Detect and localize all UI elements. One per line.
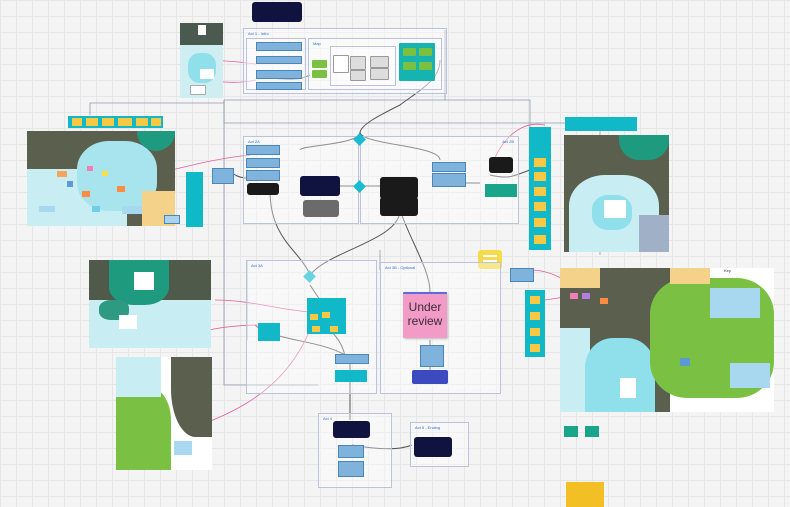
act1-step-4[interactable] xyxy=(256,82,302,90)
left-strip-card-4[interactable] xyxy=(118,118,132,126)
act5-ending-note[interactable] xyxy=(414,437,452,457)
act3a-step-1[interactable] xyxy=(335,354,369,364)
act1-step-1[interactable] xyxy=(256,42,302,51)
east-column-card-4[interactable] xyxy=(534,202,546,211)
region-map-west[interactable] xyxy=(27,131,175,226)
left-strip-card-1[interactable] xyxy=(72,118,82,126)
intro-map-image[interactable] xyxy=(180,23,223,98)
east-link-node[interactable] xyxy=(510,268,534,282)
region-map-south[interactable] xyxy=(116,357,212,470)
east-column-card-1[interactable] xyxy=(534,158,546,167)
act2a-step-3[interactable] xyxy=(246,170,280,181)
map-frame-title: Map xyxy=(313,41,321,46)
act3a-hub-card-1[interactable] xyxy=(310,314,318,320)
east-column-card-6[interactable] xyxy=(534,235,546,244)
act3b-frame-title: Act 3B - Optional xyxy=(385,265,416,270)
act4-frame-title: Act 4 xyxy=(323,416,333,421)
act2b-step-1[interactable] xyxy=(432,162,466,172)
act1-step-2[interactable] xyxy=(256,56,302,64)
left-strip-card-6[interactable] xyxy=(151,118,161,126)
under-review-label: Under review xyxy=(407,300,443,328)
act3a-frame-title: Act 3A xyxy=(251,263,263,268)
region-map-east[interactable] xyxy=(564,135,669,252)
map-card-3[interactable] xyxy=(350,70,366,81)
act3a-hub-card-4[interactable] xyxy=(330,326,338,332)
act3a-step-2[interactable] xyxy=(335,370,367,382)
map-node-b[interactable] xyxy=(312,70,327,78)
map-group-node-2[interactable] xyxy=(419,48,432,56)
act1-frame-title: Act 1 - Intro xyxy=(248,31,269,36)
east-column-card-5[interactable] xyxy=(534,218,546,227)
east-column-card-3[interactable] xyxy=(534,187,546,196)
act5-frame-title: Act 5 - Ending xyxy=(415,425,441,430)
act3a-hub-card-3[interactable] xyxy=(312,326,320,332)
act3b-result[interactable] xyxy=(412,370,448,384)
southeast-column-card-4[interactable] xyxy=(530,344,540,352)
act4-step-2[interactable] xyxy=(338,461,364,477)
map-group-node-4[interactable] xyxy=(419,62,432,70)
west-map-label[interactable] xyxy=(164,215,180,224)
map-node-a[interactable] xyxy=(312,60,327,68)
map-card-2[interactable] xyxy=(350,56,366,70)
act1-step-3[interactable] xyxy=(256,70,302,79)
act2a-dialogue[interactable] xyxy=(300,176,340,196)
act3a-side-node[interactable] xyxy=(258,323,280,341)
map-group-node-3[interactable] xyxy=(403,62,416,70)
region-map-southeast[interactable] xyxy=(560,268,774,412)
east-column-card-2[interactable] xyxy=(534,172,546,181)
act2b-choice-1[interactable] xyxy=(380,177,418,199)
intro-map-caption xyxy=(190,85,206,95)
act2b-frame-title: Act 2B xyxy=(502,139,514,144)
legend-note-1[interactable] xyxy=(564,426,578,437)
act3b-step-1[interactable] xyxy=(420,345,444,367)
map-card-4[interactable] xyxy=(370,56,389,68)
west-map-sidebar[interactable] xyxy=(186,172,203,227)
act2a-step-1[interactable] xyxy=(246,145,280,155)
act2b-step-2[interactable] xyxy=(432,173,466,187)
east-strip[interactable] xyxy=(565,117,637,131)
under-review-sticky[interactable]: Under review xyxy=(403,292,447,338)
act2a-step-2[interactable] xyxy=(246,158,280,168)
legend-note-2[interactable] xyxy=(585,426,599,437)
act4-dialogue[interactable] xyxy=(333,421,370,438)
left-strip[interactable] xyxy=(68,116,163,128)
act3a-hub-card-2[interactable] xyxy=(322,312,330,318)
southeast-column-card-3[interactable] xyxy=(530,328,540,336)
act2b-output[interactable] xyxy=(485,184,517,197)
act2b-choice-3[interactable] xyxy=(489,157,513,173)
southeast-column[interactable] xyxy=(525,290,545,357)
act2a-hint[interactable] xyxy=(303,200,339,217)
southeast-column-card-1[interactable] xyxy=(530,296,540,304)
comment-icon[interactable] xyxy=(478,250,502,269)
act2b-choice-2[interactable] xyxy=(380,197,418,216)
bottom-yellow-note[interactable] xyxy=(566,482,604,507)
left-strip-card-3[interactable] xyxy=(102,118,114,126)
act2a-entry-note[interactable] xyxy=(212,168,234,184)
left-strip-card-5[interactable] xyxy=(136,118,148,126)
map-card-5[interactable] xyxy=(370,68,389,80)
region-map-southwest[interactable] xyxy=(89,260,211,348)
southeast-map-tag: Key xyxy=(724,268,731,273)
map-card-1[interactable] xyxy=(333,55,349,73)
act2a-frame-title: Act 2A xyxy=(248,139,260,144)
left-strip-card-2[interactable] xyxy=(86,118,98,126)
map-group-node-1[interactable] xyxy=(403,48,416,56)
act4-step-1[interactable] xyxy=(338,445,364,458)
southeast-column-card-2[interactable] xyxy=(530,312,540,320)
act2a-choice-1[interactable] xyxy=(247,183,279,195)
intro-description-note[interactable] xyxy=(252,2,302,22)
